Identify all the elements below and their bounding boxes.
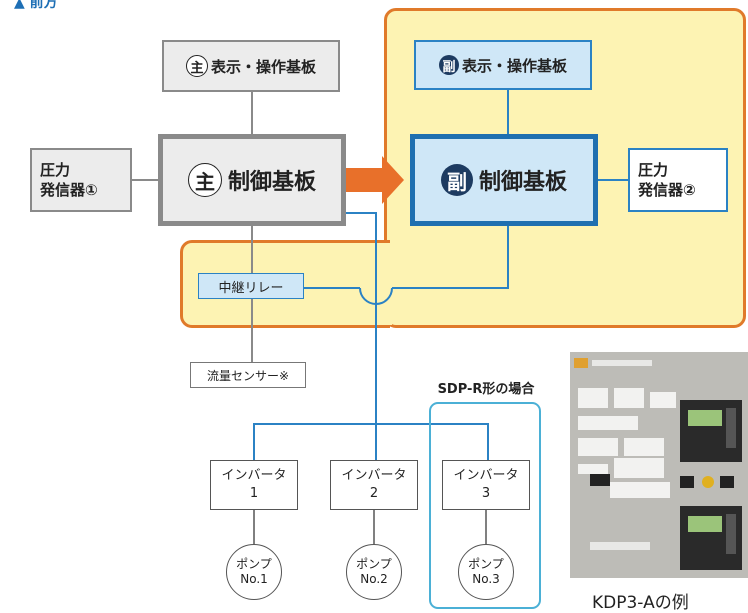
pump-2-line1: ポンプ (356, 557, 392, 571)
sub-display-board: 副 表示・操作基板 (414, 40, 592, 90)
main-display-board-label: 表示・操作基板 (210, 57, 316, 76)
inverter-2-line1: インバータ (341, 468, 407, 483)
inverter-2: インバータ 2 (330, 460, 418, 510)
line-main-to-bus (344, 212, 377, 424)
control-panel-illustration (570, 352, 748, 578)
sub-display-board-label: 表示・操作基板 (461, 56, 567, 75)
sub-mark-icon: 副 (438, 55, 459, 75)
sub-control-mark-icon: 副 (440, 164, 473, 196)
relay-box: 中継リレー (198, 273, 304, 299)
inverter-3-line2: 3 (481, 486, 491, 501)
line-sub-to-bus (392, 224, 509, 289)
pump-3-line2: No.3 (472, 572, 500, 586)
pressure-sensor-2: 圧力 発信器② (628, 148, 728, 212)
pump-3: ポンプ No.3 (458, 544, 514, 600)
photo-caption: KDP3-Aの例 (592, 593, 689, 613)
sdp-r-frame (429, 402, 541, 609)
header-partial-title: ▲ 前方 (14, 0, 58, 11)
pressure-sensor-2-line1: 圧力 (638, 161, 669, 179)
sub-control-board-label: 制御基板 (478, 170, 567, 195)
backup-area-joint (380, 243, 392, 325)
pump-2-line2: No.2 (360, 572, 388, 586)
pump-1-line2: No.1 (240, 572, 268, 586)
inverter-3: インバータ 3 (442, 460, 530, 510)
backup-arrow (344, 156, 404, 204)
inverter-1-line2: 1 (249, 486, 259, 501)
main-display-board: 主 表示・操作基板 (162, 40, 340, 92)
inverter-1: インバータ 1 (210, 460, 298, 510)
pump-1: ポンプ No.1 (226, 544, 282, 600)
sub-control-board: 副 制御基板 (410, 134, 598, 226)
pump-2: ポンプ No.2 (346, 544, 402, 600)
pressure-sensor-1-line1: 圧力 (40, 161, 71, 179)
pressure-sensor-2-line2: 発信器② (638, 181, 696, 199)
sdp-r-label: SDP-R形の場合 (437, 382, 535, 397)
inverter-2-line2: 2 (369, 486, 379, 501)
main-control-mark-icon: 主 (187, 163, 222, 197)
line-inverter-bus (253, 423, 489, 460)
main-control-board: 主 制御基板 (158, 134, 346, 226)
control-panel-photo (570, 352, 748, 578)
pressure-sensor-1-line2: 発信器① (40, 181, 98, 199)
pump-3-line1: ポンプ (468, 557, 504, 571)
main-mark-icon: 主 (185, 55, 208, 77)
pump-1-line1: ポンプ (236, 557, 272, 571)
flow-sensor-box: 流量センサー※ (190, 362, 306, 388)
pressure-sensor-1: 圧力 発信器① (30, 148, 132, 212)
inverter-3-line1: インバータ (453, 468, 519, 483)
main-control-board-label: 制御基板 (227, 170, 316, 195)
inverter-1-line1: インバータ (221, 468, 287, 483)
